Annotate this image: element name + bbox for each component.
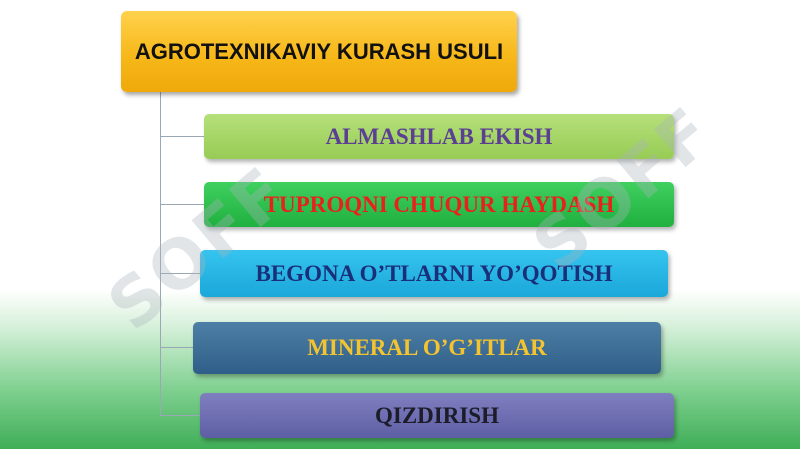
child-node-mineral-ogitlar: MINERAL O’G’ITLAR	[193, 322, 661, 374]
root-node-label: AGROTEXNIKAVIY KURASH USULI	[134, 39, 504, 64]
tree-connector-vertical	[160, 92, 161, 416]
child-node-label: MINERAL O’G’ITLAR	[307, 335, 547, 360]
tree-connector-branch-3	[160, 273, 200, 274]
tree-connector-branch-5	[160, 415, 200, 416]
tree-connector-branch-1	[160, 136, 204, 137]
child-node-almashlab-ekish: ALMASHLAB EKISH	[204, 114, 674, 159]
child-node-qizdirish: QIZDIRISH	[200, 393, 674, 438]
child-node-tuproqni-chuqur-haydash: TUPROQNI CHUQUR HAYDASH	[204, 182, 674, 227]
root-node: AGROTEXNIKAVIY KURASH USULI	[121, 11, 517, 92]
child-node-label: BEGONA O’TLARNI YO’QOTISH	[255, 260, 613, 286]
child-node-label: QIZDIRISH	[375, 402, 499, 428]
child-node-label: TUPROQNI CHUQUR HAYDASH	[263, 191, 615, 217]
child-node-begona-otlarni-yoqotish: BEGONA O’TLARNI YO’QOTISH	[200, 250, 668, 297]
tree-connector-branch-2	[160, 204, 204, 205]
child-node-label: ALMASHLAB EKISH	[325, 123, 553, 149]
tree-connector-branch-4	[160, 347, 193, 348]
